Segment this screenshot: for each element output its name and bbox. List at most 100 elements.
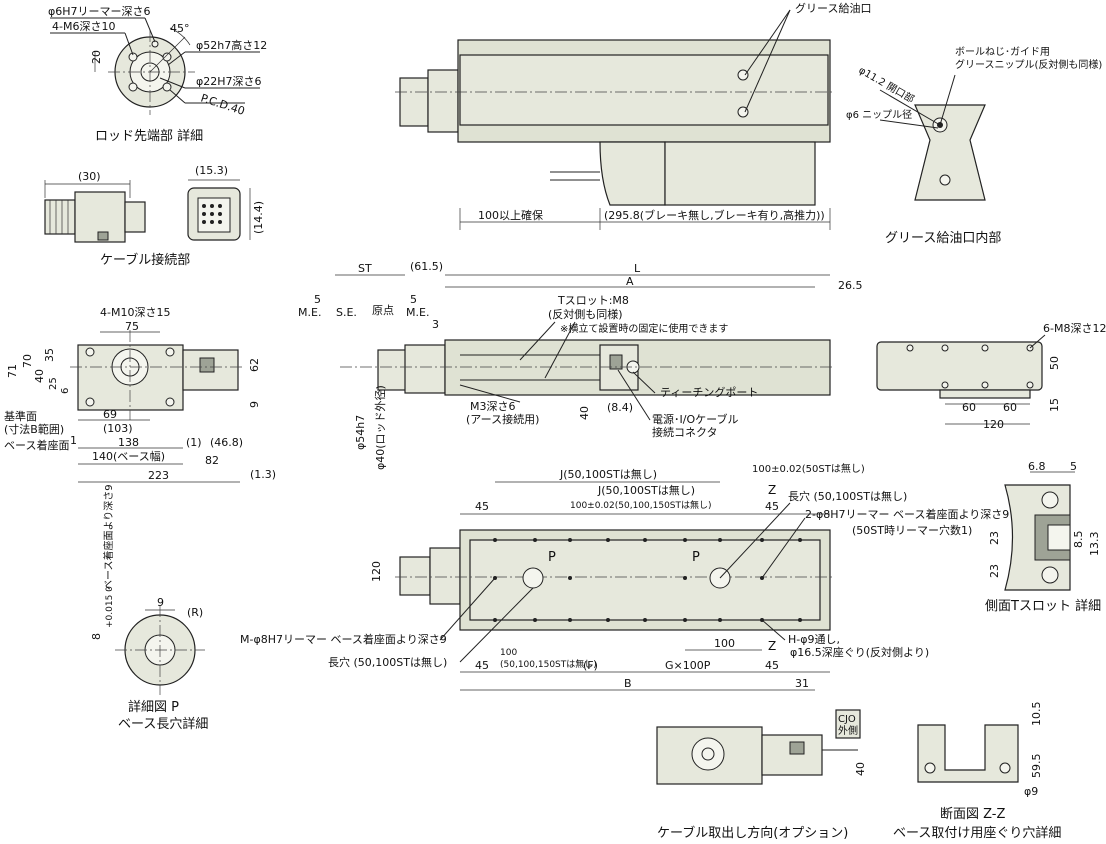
bottom-h-label: H-φ9通し, [788, 633, 840, 646]
cable-conn-caption: ケーブル接続部 [100, 252, 190, 268]
front-tap-label: 4-M10深さ15 [100, 306, 170, 319]
front-dim-69: 69 [103, 408, 117, 421]
side-dim-3: 3 [432, 318, 439, 331]
bottom-dim-120: 120 [370, 561, 383, 582]
side-me2-label: M.E. [406, 306, 429, 319]
side-view: ST (61.5) L A 26.5 5 5 M.E. S.E. 原点 M.E.… [298, 260, 863, 470]
cable-opt-cjo: CJO [838, 714, 856, 725]
rod-end-detail: φ6H7リーマー深さ6 4-M6深さ10 45° 20 φ52h7高さ12 φ2… [48, 5, 267, 144]
cable-opt-dim-40: 40 [854, 762, 867, 776]
section-dim-105: 10.5 [1030, 702, 1043, 727]
end-dim-60a: 60 [962, 401, 976, 414]
rod-end-od-label: φ52h7高さ12 [196, 38, 267, 52]
end-view: 6-M8深さ12 50 60 60 15 120 [876, 322, 1106, 431]
motor-cap [399, 77, 429, 127]
side-tslot-label-3: ※横立て設置時の固定に使用できます [560, 322, 728, 335]
section-dim-9: φ9 [1024, 785, 1038, 798]
side-dim-l: L [634, 262, 641, 275]
grease-detail-caption: グリース給油口内部 [885, 230, 1001, 246]
tslot-detail: 6.8 5 23 23 8.5 13.3 側面Tスロット 詳細 [985, 460, 1101, 614]
bottom-z1: Z [768, 483, 776, 497]
front-dim-1b: 1 [70, 434, 77, 447]
cable-option: CJO 外側 40 ケーブル取出し方向(オプション) [656, 709, 867, 841]
bottom-z2: Z [768, 639, 776, 653]
bottom-dim-g: G×100P [665, 659, 711, 672]
bottom-dim-100tol2: 100±0.02(50,100,150STは無し) [570, 499, 712, 511]
bottom-dim-b: B [624, 677, 632, 690]
front-view: 4-M10深さ15 75 71 70 35 40 25 6 69 (103) 1… [4, 306, 276, 483]
bottom-slot2-label: 長穴 (50,100STは無し) [328, 655, 447, 669]
front-ref-label-2: (寸法B範囲) [4, 422, 64, 436]
rod-end-caption: ロッド先端部 詳細 [95, 128, 203, 144]
bottom-motor [399, 556, 431, 596]
front-dim-138: 138 [118, 436, 139, 449]
side-dim-40rod: φ40(ロッド外径) [374, 385, 387, 470]
front-ref-label: 基準面 [4, 409, 37, 423]
front-dim-82: 82 [205, 454, 219, 467]
detail-p-dim-9: 9 [157, 596, 164, 609]
bottom-dim-31: 31 [795, 677, 809, 690]
tslot-dim-5: 5 [1070, 460, 1077, 473]
front-dim-1: (1) [186, 436, 202, 449]
cable-dim-30: (30) [78, 170, 101, 183]
side-se-label: S.E. [336, 306, 357, 319]
cable-opt-outside: 外側 [838, 724, 858, 737]
end-body [876, 341, 1043, 391]
detail-p-dim-r: (R) [187, 606, 203, 619]
rod-end-dim-20: 20 [90, 50, 103, 64]
grease-detail: ボールねじ･ガイド用 グリースニップル(反対側も同様) φ11.2 開口部 φ6… [846, 46, 1102, 246]
grease-opening-label: φ11.2 開口部 [857, 63, 917, 105]
side-dim-40: 40 [578, 406, 591, 420]
section-caption: 断面図 Z-Z [940, 807, 1006, 822]
detail-p: 9 (R) 8 +0.015 0 ベース着座面より深さ9 詳細図 P ベース長穴… [90, 484, 208, 732]
front-dim-25: 25 [48, 377, 59, 390]
end-dim-120: 120 [983, 418, 1004, 431]
grease-nipple-label: ボールねじ･ガイド用 [955, 46, 1050, 58]
front-dim-9: 9 [248, 401, 261, 408]
bottom-dim-45a: 45 [475, 500, 489, 513]
end-dim-50: 50 [1048, 356, 1061, 370]
grease-nipple-dia: φ6 ニップル径 [846, 108, 912, 121]
side-rod [377, 349, 409, 391]
front-dim-71: 71 [6, 364, 19, 378]
rod-end-tap-label: 4-M6深さ10 [52, 20, 115, 33]
bottom-dim-100: 100 [714, 637, 735, 650]
side-me-label: M.E. [298, 306, 321, 319]
side-tslot-label: Tスロット:M8 [557, 294, 629, 307]
bottom-dim-100b2: (50,100,150STは無し) [500, 658, 597, 670]
cable-connection-detail: (30) (15.3) (14.4) ケーブル接続部 [44, 164, 265, 268]
top-dim-100: 100以上確保 [478, 208, 543, 222]
tslot-dim-68: 6.8 [1028, 460, 1046, 473]
detail-p-caption-2: ベース長穴詳細 [118, 716, 208, 732]
tslot-dim-133: 13.3 [1088, 532, 1101, 557]
detail-p-dim-8: 8 [90, 633, 103, 640]
section-zz: 10.5 59.5 φ9 断面図 Z-Z ベース取付け用座ぐり穴詳細 [893, 702, 1061, 842]
detail-p-depth: ベース着座面より深さ9 [102, 484, 115, 590]
detail-p-tol: +0.015 0 [105, 586, 115, 628]
brake-box [599, 141, 666, 206]
top-view: グリース給油口 100以上確保 (295.8(ブレーキ無し,ブレーキ有り,高推力… [395, 1, 871, 230]
front-base-label: ベース着座面 [4, 438, 69, 452]
bottom-dim-45b: 45 [765, 500, 779, 513]
section-dim-595: 59.5 [1030, 754, 1043, 779]
bottom-dim-j2: J(50,100STは無し) [597, 483, 695, 497]
side-origin-label: 原点 [372, 304, 394, 317]
cable-opt-caption: ケーブル取出し方向(オプション) [657, 825, 848, 841]
bottom-view: J(50,100STは無し) J(50,100STは無し) 100±0.02(5… [240, 462, 1009, 691]
side-tslot-label-2: (反対側も同様) [548, 307, 623, 321]
bottom-dim-j: J(50,100STは無し) [559, 467, 657, 481]
detail-p-caption: 詳細図 P [128, 699, 179, 715]
side-dim-265: 26.5 [838, 279, 863, 292]
section-zz-profile [917, 724, 1019, 783]
tslot-caption: 側面Tスロット 詳細 [985, 598, 1101, 614]
end-tap-label: 6-M8深さ12 [1043, 322, 1106, 335]
front-dim-70: 70 [21, 354, 34, 368]
front-dim-62: 62 [248, 358, 261, 372]
side-m3-label: M3深さ6 [470, 400, 516, 413]
rod-end-pcd-label: P.C.D.40 [199, 91, 246, 117]
bottom-p1: P [548, 550, 556, 565]
end-dim-60b: 60 [1003, 401, 1017, 414]
bottom-m-label: M-φ8H7リーマー ベース着座面より深さ9 [240, 632, 447, 646]
cable-dim-144: (14.4) [252, 201, 265, 234]
